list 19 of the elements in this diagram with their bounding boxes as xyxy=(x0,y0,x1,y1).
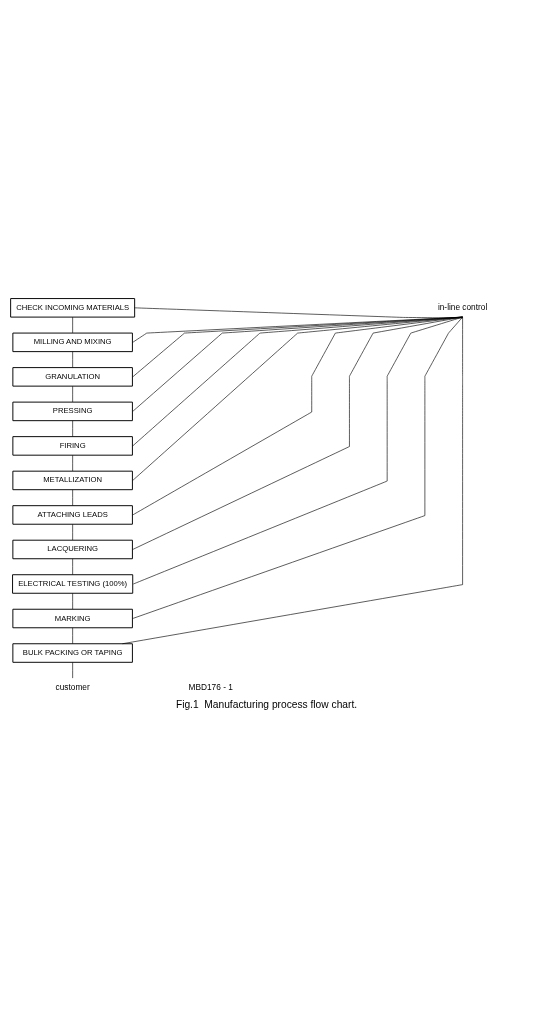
connector xyxy=(132,316,463,481)
connector xyxy=(72,454,73,472)
connector xyxy=(72,558,73,575)
connector xyxy=(72,489,73,506)
caption: Fig.1 Manufacturing process flow chart. xyxy=(175,698,358,710)
connector xyxy=(72,385,73,403)
node-text: in-line control xyxy=(437,302,488,312)
connector xyxy=(72,420,73,437)
connector xyxy=(132,316,463,412)
connector xyxy=(72,662,73,679)
connector xyxy=(72,351,73,368)
node-text: customer xyxy=(55,681,90,692)
connector xyxy=(132,316,463,378)
connector xyxy=(72,524,73,541)
connector xyxy=(72,316,73,334)
connector xyxy=(132,316,463,447)
connector xyxy=(72,627,73,644)
label: MBD176 - 1 xyxy=(188,681,233,692)
connector xyxy=(72,593,73,610)
